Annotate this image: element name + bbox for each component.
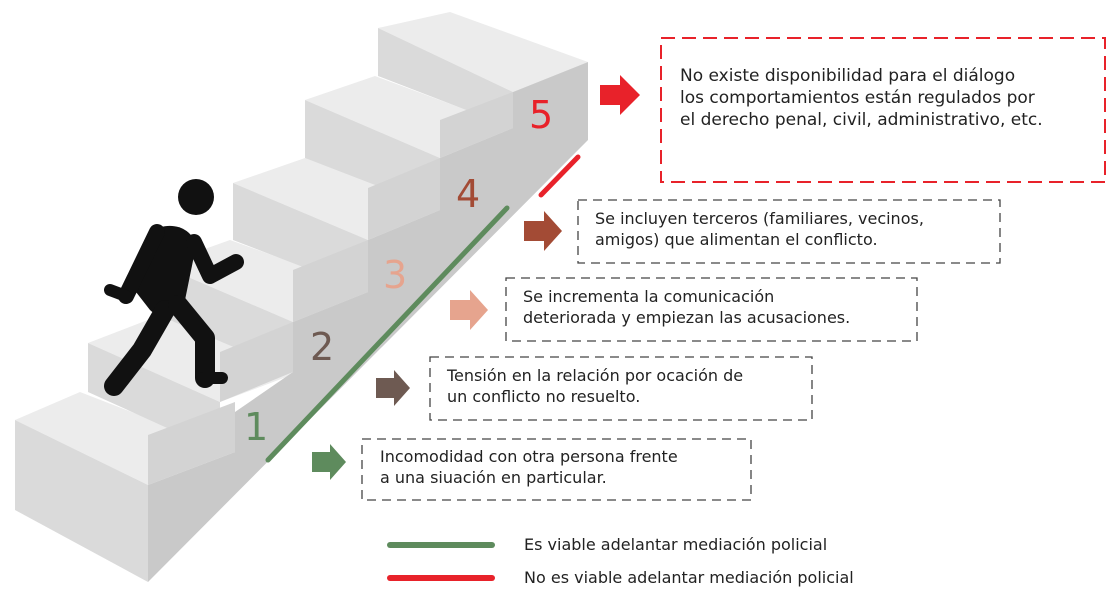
step-number-2: 2	[310, 325, 334, 369]
arrow-right-icon	[450, 290, 488, 330]
step-number-1: 1	[244, 405, 268, 449]
step-text-1-line-2: a una siuación en particular.	[380, 468, 607, 487]
step-text-5-line-1: No existe disponibilidad para el diálogo	[680, 66, 1016, 86]
step-box-4	[577, 199, 1001, 264]
step-text-3-line-2: deteriorada y empiezan las acusaciones.	[523, 308, 851, 327]
viable-line	[265, 205, 510, 463]
step-text-4-line-1: Se incluyen terceros (familiares, vecino…	[595, 209, 924, 228]
legend-viable-label: Es viable adelantar mediación policial	[524, 535, 828, 554]
step-text-2-line-1: Tensión en la relación por ocación de	[447, 366, 744, 385]
step-number-4: 4	[456, 172, 480, 216]
step-text-4: Se incluyen terceros (familiares, vecino…	[595, 208, 924, 250]
step-text-3: Se incrementa la comunicación deteriorad…	[523, 286, 850, 328]
arrow-right-icon	[600, 75, 640, 115]
step-text-5-line-2: los comportamientos están regulados por	[680, 88, 1035, 108]
step-text-4-line-2: amigos) que alimentan el conflicto.	[595, 230, 878, 249]
arrow-right-icon	[376, 370, 410, 406]
stair-side	[148, 62, 588, 582]
legend-not-viable-label: No es viable adelantar mediación policia…	[524, 568, 854, 587]
step-text-5-line-3: el derecho penal, civil, administrativo,…	[680, 110, 1043, 130]
step-number-5: 5	[529, 93, 553, 137]
not-viable-line	[538, 154, 581, 198]
arrow-right-icon	[524, 211, 562, 251]
step-number-3: 3	[383, 253, 407, 297]
step-box-3	[505, 277, 918, 342]
step-text-1-line-1: Incomodidad con otra persona frente	[380, 447, 678, 466]
step-text-5: No existe disponibilidad para el diálogo…	[680, 65, 1043, 131]
step-text-1: Incomodidad con otra persona frente a un…	[380, 446, 678, 488]
step-text-3-line-1: Se incrementa la comunicación	[523, 287, 775, 306]
step-text-2-line-2: un conflicto no resuelto.	[447, 387, 641, 406]
step-box-5	[660, 37, 1106, 183]
stair-top	[378, 12, 588, 128]
step-box-2	[429, 356, 813, 421]
person-climbing-icon	[104, 179, 244, 396]
arrow-right-icon	[312, 444, 346, 480]
step-text-2: Tensión en la relación por ocación de un…	[447, 365, 743, 407]
